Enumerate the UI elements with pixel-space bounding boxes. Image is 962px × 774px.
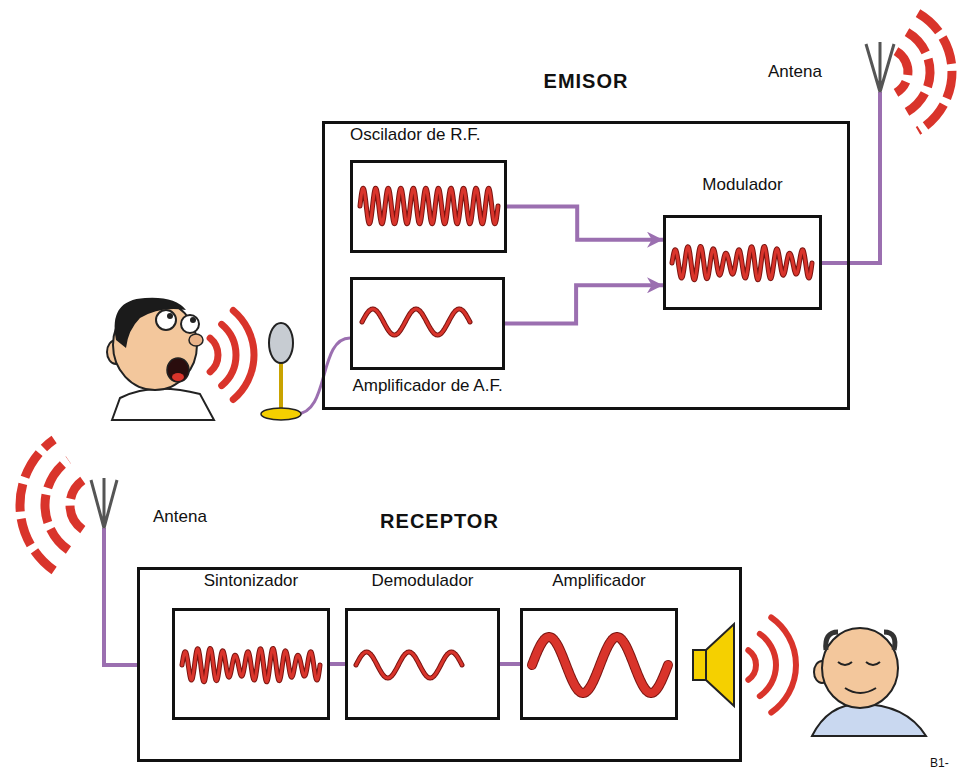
signal-connector [507,207,663,240]
block-label: Sintonizador [204,571,299,591]
block-label: Demodulador [371,571,473,591]
listener-body [812,704,926,736]
signal-connector [330,662,345,666]
signal-connector [505,285,663,323]
stage-box: Amplificador [520,608,678,720]
man-nose [189,334,203,346]
wave-arc [70,480,83,529]
section-heading: RECEPTOR [380,509,499,533]
wave-arc [760,634,776,696]
signal-wave [360,188,498,224]
system-box: EMISOROscilador de R.F.ModuladorAmplific… [322,121,850,410]
wave-arc [918,13,952,131]
sound-waves [748,617,796,712]
wave-line [356,652,462,678]
loudspeaker-cone [706,624,734,706]
man-glasses [181,315,199,333]
man-pupil [190,317,196,323]
connectors [330,207,663,665]
stage-box: Demodulador [345,608,500,720]
wave-outline [362,309,470,335]
wave-arc [748,650,756,679]
listener-smile [845,688,876,693]
system-box: RECEPTORSintonizadorDemoduladorAmplifica… [137,567,742,762]
voice-waves [210,311,254,400]
man-tongue [172,373,184,381]
stage-box: Sintonizador [172,608,330,720]
figure-code: B1- [930,756,949,770]
mic-stand [279,362,283,410]
signal-wave [182,648,320,681]
stage-box: Modulador [663,215,822,310]
wave-outline [182,648,320,681]
listener-eyes [838,662,880,665]
wave-line [672,246,812,279]
wave-line [362,309,470,335]
antenna-symbol [866,42,894,92]
antenna-label: Antena [153,507,207,527]
signal-connector [500,662,520,666]
wave-arc [771,617,796,712]
antenna-wire [104,528,137,665]
wave-arc [210,338,218,372]
man-pupil [167,313,173,319]
section-heading: EMISOR [544,69,629,93]
signal-wave [532,637,668,693]
wave-arc [222,324,236,385]
radio-waves [20,439,83,570]
man-glasses [156,310,176,330]
wave-arc [233,311,254,400]
wave-outline [532,637,668,693]
block-label: Amplificador [552,571,646,591]
wave-outline [356,652,462,678]
man-shirt [112,389,214,420]
wave-arc [20,439,54,570]
wave-line [360,188,498,224]
signal-wave [672,246,812,279]
wave-arc [896,51,908,93]
wave-arc [45,460,68,550]
block-label: Modulador [702,175,782,195]
wave-outline [672,246,812,279]
listener-hair [826,632,895,650]
antenna-symbol [91,478,117,528]
man-hair [115,298,186,348]
wave-line [182,648,320,681]
antenna-wire [822,92,880,263]
wave-outline [360,188,498,224]
loudspeaker [693,650,706,680]
wave-line [532,637,668,693]
block-label: Oscilador de R.F. [350,125,480,145]
mic-base [261,408,301,420]
stage-box: Amplificador de A.F. [350,277,505,370]
signal-wave [362,309,470,335]
radio-waves [896,13,952,131]
wave-arc [907,32,930,112]
listener-head [822,628,898,708]
antenna-label: Antena [768,62,822,82]
mic-head [269,323,293,363]
signal-wave [356,652,462,678]
stage-box: Oscilador de R.F. [350,160,507,253]
block-label: Amplificador de A.F. [352,376,502,396]
man-mouth [167,358,189,382]
